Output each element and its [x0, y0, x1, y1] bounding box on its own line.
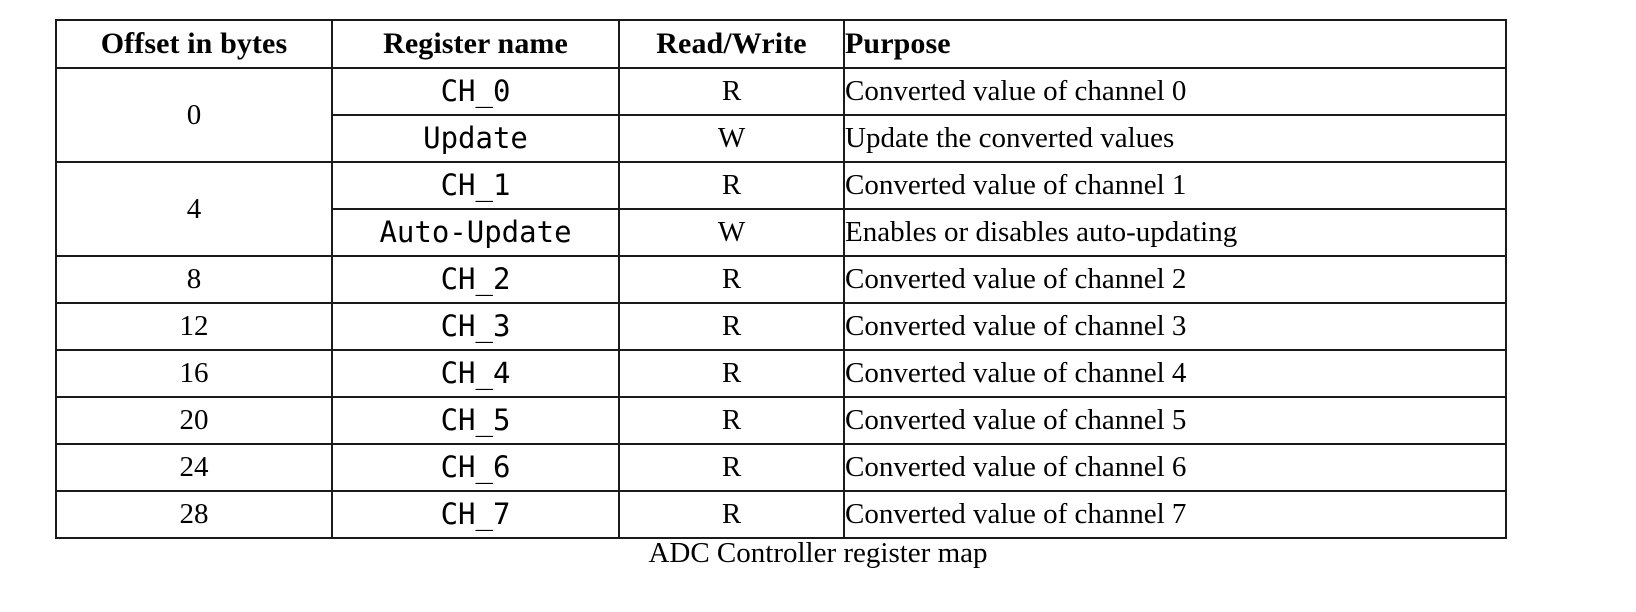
- cell-purpose: Converted value of channel 1: [843, 161, 1507, 210]
- cell-purpose: Converted value of channel 6: [843, 443, 1507, 492]
- figure-caption-text: ADC Controller register map: [648, 537, 988, 569]
- register-map-table: Offset in bytes Register name Read/Write…: [55, 19, 1507, 539]
- cell-purpose: Converted value of channel 5: [843, 396, 1507, 445]
- cell-register-name: CH_2: [331, 255, 620, 304]
- figure-caption: ADC Controller register map: [0, 535, 1636, 571]
- cell-purpose: Converted value of channel 2: [843, 255, 1507, 304]
- table-header: Offset in bytes Register name Read/Write…: [55, 19, 1507, 69]
- cell-offset: 0: [55, 67, 333, 163]
- cell-read-write: W: [618, 114, 845, 163]
- cell-offset: 28: [55, 490, 333, 539]
- cell-register-name: CH_1: [331, 161, 620, 210]
- cell-offset: 16: [55, 349, 333, 398]
- cell-register-name: CH_5: [331, 396, 620, 445]
- cell-register-name: CH_0: [331, 67, 620, 116]
- cell-read-write: R: [618, 67, 845, 116]
- cell-offset: 8: [55, 255, 333, 304]
- cell-offset: 24: [55, 443, 333, 492]
- cell-register-name: Auto-Update: [331, 208, 620, 257]
- cell-register-name: CH_6: [331, 443, 620, 492]
- cell-read-write: R: [618, 396, 845, 445]
- cell-read-write: R: [618, 443, 845, 492]
- cell-register-name: Update: [331, 114, 620, 163]
- column-header-read-write: Read/Write: [618, 19, 845, 69]
- table-header-row: Offset in bytes Register name Read/Write…: [55, 19, 1507, 69]
- cell-register-name: CH_4: [331, 349, 620, 398]
- cell-offset: 12: [55, 302, 333, 351]
- cell-offset: 20: [55, 396, 333, 445]
- column-header-offset: Offset in bytes: [55, 19, 333, 69]
- cell-read-write: R: [618, 302, 845, 351]
- cell-register-name: CH_7: [331, 490, 620, 539]
- column-header-purpose: Purpose: [843, 19, 1507, 69]
- cell-read-write: R: [618, 349, 845, 398]
- register-map-table-container: Offset in bytes Register name Read/Write…: [55, 19, 1507, 539]
- cell-read-write: R: [618, 161, 845, 210]
- cell-purpose: Enables or disables auto-updating: [843, 208, 1507, 257]
- cell-purpose: Converted value of channel 4: [843, 349, 1507, 398]
- cell-offset: 4: [55, 161, 333, 257]
- cell-purpose: Converted value of channel 3: [843, 302, 1507, 351]
- cell-purpose: Converted value of channel 0: [843, 67, 1507, 116]
- cell-purpose: Update the converted values: [843, 114, 1507, 163]
- cell-read-write: R: [618, 255, 845, 304]
- cell-purpose: Converted value of channel 7: [843, 490, 1507, 539]
- column-header-register-name: Register name: [331, 19, 620, 69]
- cell-register-name: CH_3: [331, 302, 620, 351]
- cell-read-write: R: [618, 490, 845, 539]
- cell-read-write: W: [618, 208, 845, 257]
